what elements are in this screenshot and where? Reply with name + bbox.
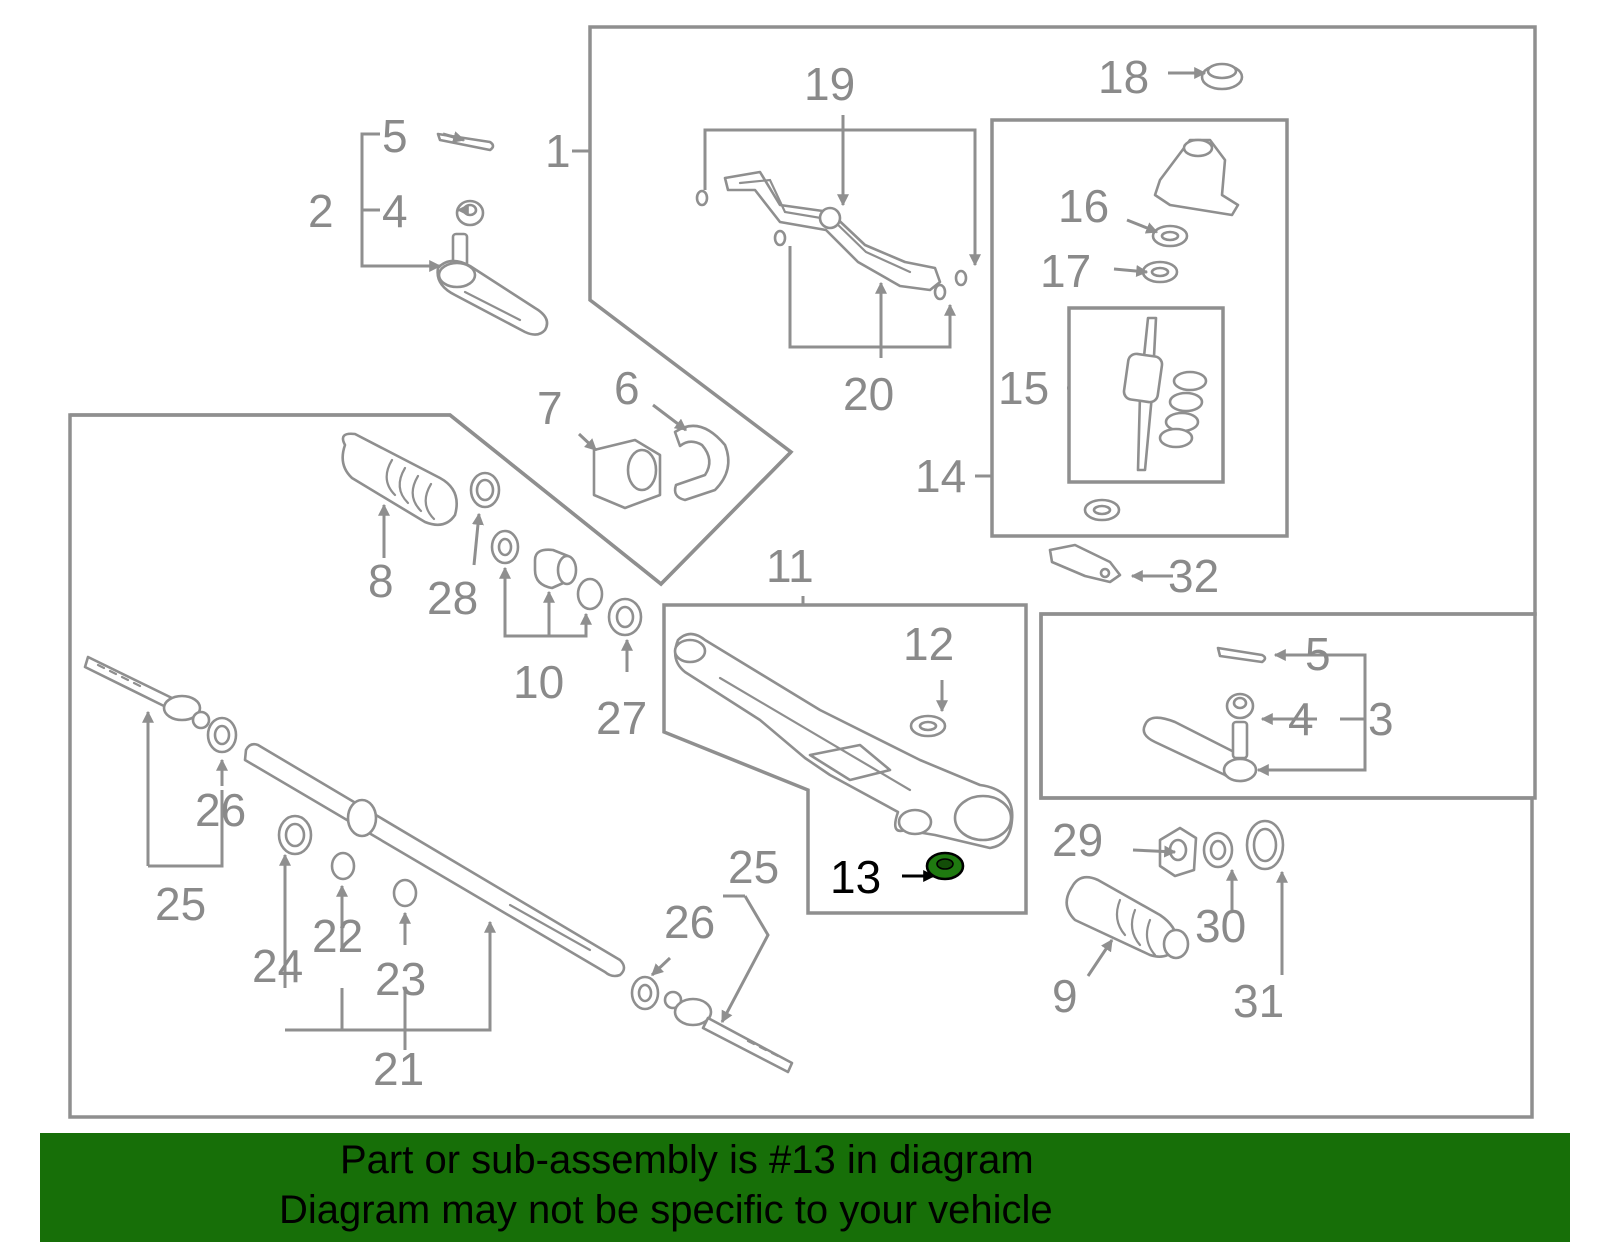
frame-lower-rack-housing — [70, 413, 793, 587]
frame-housing-11 — [662, 603, 1028, 915]
inner-tie-rod-right-part — [663, 990, 794, 1074]
callout-15: 15 — [998, 362, 1049, 414]
callout-31: 31 — [1233, 975, 1284, 1027]
ring-31-part — [1245, 819, 1285, 871]
nut-4-left-part — [455, 199, 485, 227]
callout-2: 2 — [308, 185, 334, 237]
callout-26-left: 26 — [195, 784, 246, 836]
banner-line-part-number: Part or sub-assembly is #13 in diagram — [340, 1138, 1034, 1182]
callout-18: 18 — [1098, 51, 1149, 103]
bushing-27-part — [607, 597, 643, 637]
tie-rod-end-left-part — [436, 232, 549, 336]
frame-tie-rod-end-right — [1039, 612, 1537, 800]
ring-26-left-part — [206, 716, 238, 754]
bushing-7-part — [592, 438, 662, 510]
callout-19: 19 — [804, 58, 855, 110]
seal-13-highlighted — [925, 851, 965, 881]
callout-7: 7 — [537, 382, 563, 434]
callout-3: 3 — [1368, 693, 1394, 745]
ring-26-right-part — [630, 975, 660, 1011]
callout-4-right: 4 — [1288, 693, 1314, 745]
rack-housing-11-part — [673, 632, 1014, 850]
pressure-tube-part — [695, 170, 968, 301]
oring-22-part — [330, 851, 356, 881]
callout-9: 9 — [1052, 970, 1078, 1022]
rack-21-part — [243, 742, 626, 978]
callout-24: 24 — [252, 940, 303, 992]
callout-26-right: 26 — [664, 896, 715, 948]
callout-28: 28 — [427, 572, 478, 624]
callout-25-right: 25 — [728, 841, 779, 893]
seal-12-part — [909, 714, 947, 738]
callout-22: 22 — [312, 910, 363, 962]
cotter-pin-5-right-part — [1216, 646, 1267, 664]
callout-27: 27 — [596, 692, 647, 744]
pinion-shaft-part — [1122, 316, 1208, 472]
callout-23: 23 — [375, 953, 426, 1005]
callout-10: 10 — [513, 656, 564, 708]
leader-lines — [142, 67, 1367, 1050]
valve-housing-part — [1153, 138, 1240, 217]
callout-1: 1 — [545, 125, 571, 177]
frame-pinion-shaft — [1067, 306, 1225, 484]
boot-9-part — [1065, 875, 1190, 960]
callout-17: 17 — [1040, 245, 1091, 297]
banner-line-disclaimer: Diagram may not be specific to your vehi… — [279, 1188, 1053, 1232]
seal-16-part — [1151, 224, 1189, 248]
callout-6: 6 — [614, 362, 640, 414]
callout-11: 11 — [766, 540, 814, 592]
callout-14: 14 — [915, 450, 966, 502]
callout-8: 8 — [368, 555, 394, 607]
callout-16: 16 — [1058, 180, 1109, 232]
callout-30: 30 — [1195, 900, 1246, 952]
callout-32: 32 — [1168, 550, 1219, 602]
callout-5-right: 5 — [1305, 628, 1331, 680]
oring-10-part — [576, 577, 604, 611]
plate-32-part — [1048, 543, 1122, 584]
tie-rod-end-right-part — [1142, 716, 1258, 783]
callout-20: 20 — [843, 368, 894, 420]
bushing-30-part — [1202, 831, 1234, 869]
nut-4-right-part — [1225, 692, 1255, 720]
callout-21: 21 — [373, 1043, 424, 1095]
info-banner: Part or sub-assembly is #13 in diagram D… — [40, 1133, 1570, 1242]
callout-13-highlighted: 13 — [830, 851, 881, 903]
cap-18-part — [1200, 62, 1244, 91]
callout-labels: 1 2 3 4 4 5 5 6 7 8 9 10 11 12 13 14 15 … — [155, 51, 1394, 1095]
ring-28a-part — [469, 471, 501, 509]
callout-25-left: 25 — [155, 878, 206, 930]
ring-28b-part — [490, 529, 520, 565]
callout-4-left: 4 — [382, 185, 408, 237]
seal-below-pinion-part — [1083, 498, 1121, 522]
seal-17-part — [1141, 260, 1179, 284]
frame-valve-assembly — [990, 118, 1289, 538]
ring-24-part — [277, 814, 313, 856]
callout-29: 29 — [1052, 814, 1103, 866]
bushing-10-part — [533, 548, 578, 590]
callout-12: 12 — [903, 618, 954, 670]
callout-5-left: 5 — [382, 110, 408, 162]
oring-23-part — [392, 878, 418, 908]
boot-8-part — [341, 432, 458, 527]
inner-tie-rod-left-part — [83, 655, 211, 730]
bracket-6-part — [673, 424, 730, 502]
